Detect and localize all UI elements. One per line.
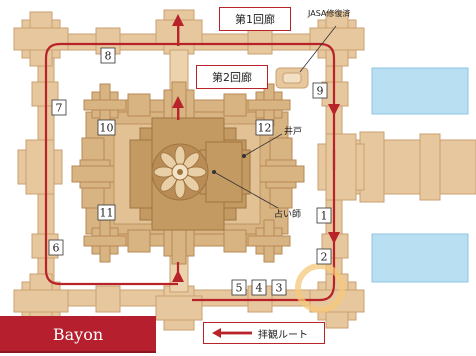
marker-1 (316, 207, 332, 224)
marker-3 (271, 279, 287, 296)
marker-10 (97, 119, 116, 136)
route-legend-text: 拝観ルート (258, 329, 308, 341)
arrow-down-icon (328, 104, 340, 116)
title-banner: Bayon (0, 316, 156, 353)
marker-2-text: 2 (321, 251, 328, 264)
arrow-left-icon (212, 328, 252, 338)
marker-4 (251, 279, 267, 296)
arrow-up-icon (172, 14, 184, 26)
marker-4-text: 4 (256, 282, 263, 295)
highlight-ring (295, 263, 345, 313)
gallery-1-text: 第1回廊 (235, 13, 275, 26)
sunburst-icon (151, 143, 209, 201)
gallery-2-text: 第2回廊 (212, 71, 252, 84)
marker-12 (255, 119, 274, 136)
marker-7 (51, 99, 67, 116)
gallery-1-label: 第1回廊 (219, 7, 291, 31)
well-label: 井戸 (284, 125, 302, 137)
marker-8 (100, 47, 116, 64)
arrow-up-icon (172, 96, 184, 108)
number-markers (48, 47, 332, 296)
marker-6-text: 6 (53, 242, 60, 255)
title-text: Bayon (52, 325, 104, 344)
marker-6 (48, 239, 64, 256)
marker-11-text: 11 (100, 207, 114, 220)
fortune-dot (212, 170, 216, 174)
marker-5 (231, 279, 247, 296)
marker-7-text: 7 (56, 102, 63, 115)
marker-12-text: 12 (258, 122, 272, 135)
marker-9 (312, 82, 328, 99)
route-legend: 拝観ルート (203, 322, 325, 344)
pond-north (371, 67, 469, 115)
pond-south (371, 233, 469, 283)
marker-8-text: 8 (105, 50, 112, 63)
well-dot (242, 154, 246, 158)
marker-numbers: 1 2 3 4 5 6 7 8 9 10 11 12 (53, 50, 328, 295)
arrow-down-icon (328, 232, 340, 244)
jasa-label: JASA修復済 (307, 8, 350, 18)
leader-lines (213, 25, 337, 209)
library-pavilion (275, 67, 309, 89)
route-arrows (172, 14, 340, 282)
marker-10-text: 10 (100, 122, 114, 135)
gallery-2-label: 第2回廊 (196, 65, 268, 89)
fortune-teller-label: 占い師 (274, 208, 301, 220)
marker-2 (316, 248, 332, 265)
marker-9-text: 9 (317, 85, 324, 98)
marker-1-text: 1 (321, 210, 328, 223)
arrow-up-icon (172, 270, 184, 282)
marker-5-text: 5 (236, 282, 243, 295)
marker-11 (97, 204, 116, 221)
marker-3-text: 3 (276, 282, 283, 295)
